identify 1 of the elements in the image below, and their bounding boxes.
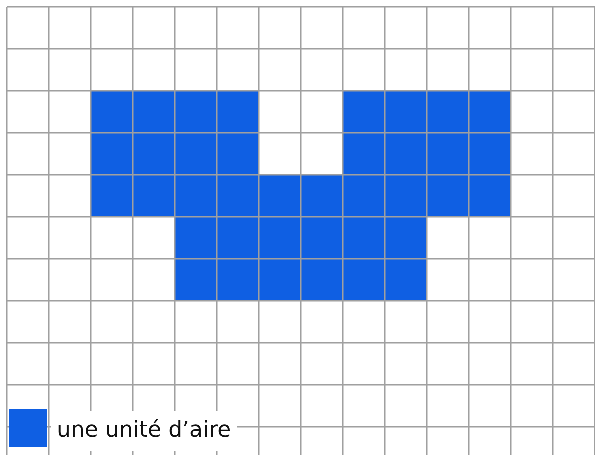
legend-label: une unité d’aire [51,411,238,451]
